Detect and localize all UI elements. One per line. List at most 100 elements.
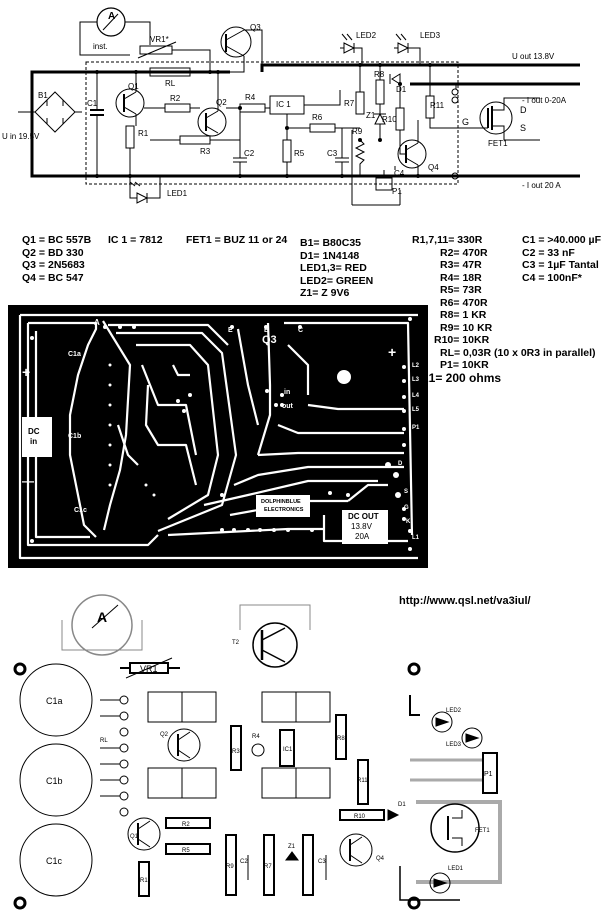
pcb-label-p1: P1 (412, 425, 420, 431)
part-ic1: IC 1 = 7812 (108, 234, 163, 246)
label-c4: C4 (394, 169, 405, 178)
schematic-diagram (18, 7, 580, 206)
layout-r1-label: R1 (140, 878, 148, 884)
label-r3: R3 (200, 147, 211, 156)
layout-r11-label: R11 (357, 778, 368, 784)
meter-label: A (108, 11, 116, 22)
parts-list-resistors: R1,7,11= 330R R2= 470R R3= 47R R4= 18R R… (412, 234, 596, 384)
label-r7: R7 (344, 99, 355, 108)
label-p1: P1 (392, 187, 402, 196)
part-q3: Q3 = 2N5683 (22, 259, 85, 271)
layout-d1-label: D1 (398, 802, 406, 808)
label-q3: Q3 (250, 23, 261, 32)
pcb-label-plus-left: + (22, 364, 31, 380)
layout-t2-label: T2 (232, 640, 240, 646)
parts-list-ic: IC 1 = 7812 (108, 234, 163, 247)
part-r6: R6= 470R (440, 296, 488, 309)
website-link[interactable]: http://www.qsl.net/va3iul/ (399, 595, 531, 607)
pcb-label-l2: L2 (412, 363, 420, 369)
part-c2: C2 = 33 nF (522, 246, 575, 259)
label-i-out: - I out 20 A (522, 181, 561, 190)
label-r5: R5 (294, 149, 305, 158)
pcb-label-g: G (404, 505, 409, 511)
part-r3: R3= 47R (440, 259, 482, 271)
parts-list-fet: FET1 = BUZ 11 or 24 (186, 234, 287, 247)
label-vr1: VR1* (150, 35, 169, 44)
pcb-board: A C1a C1b C1c + — DC in E B C Q3 in out … (8, 305, 428, 568)
label-z1: Z1 (366, 111, 376, 120)
label-u-in: U in 19.5V (2, 132, 40, 141)
layout-rl-label: RL (100, 738, 108, 744)
layout-led2-label: LED2 (446, 708, 462, 714)
part-led2: LED2= GREEN (300, 274, 374, 287)
layout-led1-label: LED1 (448, 866, 464, 872)
pcb-label-k: K (406, 519, 411, 525)
label-c1: C1 (87, 99, 98, 108)
layout-vr1-label: VR1 (140, 664, 158, 674)
label-r2: R2 (170, 94, 181, 103)
label-ic1: IC 1 (276, 100, 291, 109)
label-c3: C3 (327, 149, 338, 158)
part-r8: R8= 1 KR (440, 309, 487, 321)
meter-note: inst. (93, 42, 108, 51)
parts-list-diodes: B1= B80C35 D1= 1N4148 LED1,3= RED LED2= … (300, 237, 373, 300)
layout-r3-label: R3 (232, 749, 240, 755)
layout-c3-label: C3 (318, 859, 326, 865)
part-p1: P1= 10KR (440, 359, 489, 371)
layout-c1b-label: C1b (46, 776, 63, 786)
pcb-label-l1: L1 (412, 535, 420, 541)
label-d1: D1 (396, 85, 407, 94)
component-layout: A T2 VR1 C1a C1b C1c RL Q2 R3 R4 IC1 R8 … (13, 594, 502, 910)
label-led1: LED1 (167, 189, 188, 198)
part-r2: R2= 470R (440, 246, 488, 259)
layout-q4-label: Q4 (376, 856, 385, 862)
pcb-label-c1c: C1c (74, 507, 87, 514)
part-r4: R4= 18R (440, 271, 482, 284)
label-r8: R8 (374, 70, 385, 79)
part-q4: Q4 = BC 547 (22, 271, 84, 284)
label-r11: R11 (430, 101, 445, 110)
layout-r2-label: R2 (182, 822, 190, 828)
pcb-label-dc-in-1: DC (28, 427, 40, 436)
pcb-label-l5: L5 (412, 407, 420, 413)
label-q4: Q4 (428, 163, 439, 172)
layout-fet1-label: FET1 (475, 828, 490, 834)
pcb-label-a: A (94, 318, 100, 327)
part-r9: R9= 10 KR (440, 321, 493, 334)
pcb-brand-line-2: ELECTRONICS (264, 507, 304, 513)
pcb-label-minus-left: — (22, 474, 34, 488)
pcb-label-e: E (228, 327, 233, 334)
layout-p1-label: P1 (484, 771, 493, 778)
layout-z1-label: Z1 (288, 844, 296, 850)
pcb-label-l4: L4 (412, 393, 420, 399)
part-q1: Q1 = BC 557B (22, 234, 92, 246)
label-b1: B1 (38, 91, 48, 100)
part-rl: RL= 0,03R (10 x 0R3 in parallel) (440, 346, 596, 359)
label-q1: Q1 (128, 82, 139, 91)
label-i-out-adj: - I out 0-20A (522, 96, 567, 105)
pcb-label-c1b: C1b (68, 433, 82, 440)
label-r1: R1 (138, 129, 149, 138)
part-led1-3: LED1,3= RED (300, 262, 367, 274)
label-d: D (520, 105, 527, 115)
pcb-dc-out-line-3: 20A (355, 532, 370, 541)
pcb-label-d: D (398, 461, 403, 467)
layout-r4-label: R4 (252, 734, 260, 740)
label-r10: R10 (382, 115, 397, 124)
part-r1-7-11: R1,7,11= 330R (412, 234, 483, 246)
layout-ic1-label: IC1 (283, 747, 293, 753)
label-led3: LED3 (420, 31, 441, 40)
part-r10: R10= 10KR (434, 334, 490, 346)
label-rl: RL (165, 79, 176, 88)
label-fet1: FET1 (488, 139, 508, 148)
layout-led3-label: LED3 (446, 742, 462, 748)
label-r6: R6 (312, 113, 323, 122)
pcb-dc-out-line-2: 13.8V (351, 522, 372, 531)
label-r9: R9 (352, 127, 363, 136)
layout-c2-label: C2 (240, 859, 248, 865)
part-z1: Z1= Z 9V6 (300, 287, 350, 299)
pcb-label-c: C (298, 327, 304, 334)
layout-c1a-label: C1a (46, 696, 63, 706)
layout-r9-label: R9 (226, 864, 234, 870)
part-c1: C1 = >40.000 µF (522, 234, 602, 246)
